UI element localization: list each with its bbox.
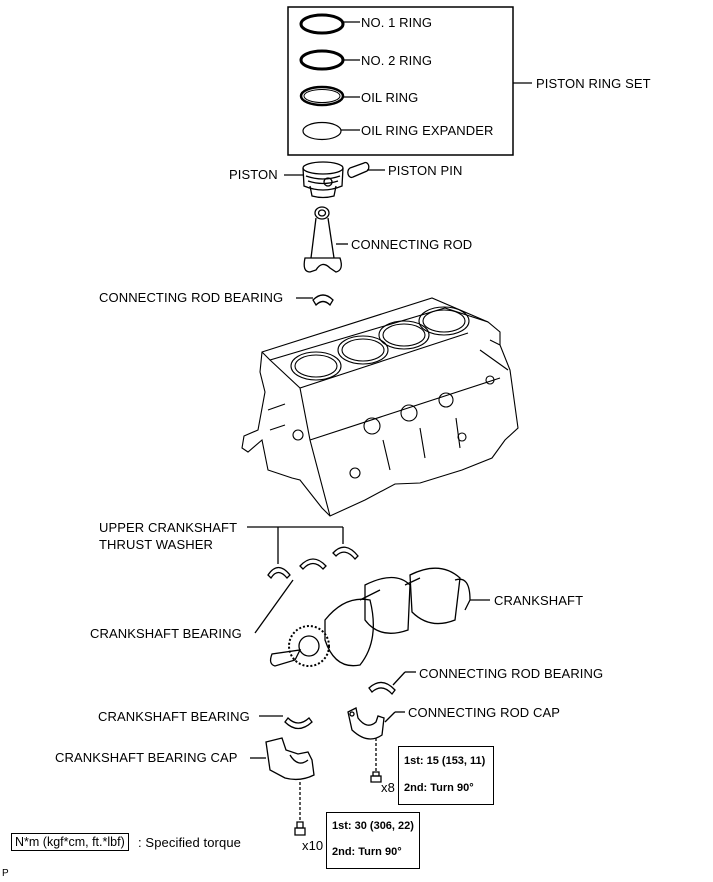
bearing-cap-torque-first: 1st: 30 (306, 22) — [332, 820, 414, 832]
oil-ring-label: OIL RING — [361, 90, 419, 105]
torque-unit-legend: N*m (kgf*cm, ft.*lbf) — [11, 833, 129, 851]
upper-thrust-washer-icon — [267, 546, 359, 580]
thrust-washer-leader — [247, 526, 344, 564]
no1-ring-icon — [299, 13, 360, 35]
rod-cap-bolt-icon — [370, 738, 382, 783]
piston-pin-icon — [347, 161, 385, 179]
piston-ring-set-label: PISTON RING SET — [536, 76, 651, 91]
rod-cap-bolt-count: x8 — [381, 780, 395, 795]
specified-torque-legend-text: : Specified torque — [138, 835, 241, 850]
crankshaft-bearing-cap-label: CRANKSHAFT BEARING CAP — [55, 750, 238, 765]
crankshaft-icon — [269, 567, 490, 667]
no1-ring-label: NO. 1 RING — [361, 15, 433, 30]
connecting-rod-icon — [303, 206, 348, 273]
rod-cap-torque-second: 2nd: Turn 90° — [404, 782, 474, 794]
piston-pin-label: PISTON PIN — [388, 163, 463, 178]
oil-ring-icon — [299, 85, 360, 107]
bearing-cap-torque-box: 1st: 30 (306, 22) 2nd: Turn 90° — [326, 812, 420, 869]
crankshaft-label: CRANKSHAFT — [494, 593, 584, 608]
rod-cap-torque-first: 1st: 15 (153, 11) — [404, 755, 486, 767]
bearing-cap-bolt-icon — [294, 782, 306, 836]
connecting-rod-bearing-lower-icon — [368, 671, 416, 696]
connecting-rod-bearing-lower-label: CONNECTING ROD BEARING — [419, 666, 604, 681]
oil-ring-expander-icon — [302, 121, 360, 141]
bearing-cap-bolt-count: x10 — [302, 838, 324, 853]
connecting-rod-cap-label: CONNECTING ROD CAP — [408, 705, 561, 720]
piston-label: PISTON — [229, 167, 278, 182]
piston-ring-set-frame — [287, 6, 514, 156]
crankshaft-bearing-lower-icon — [259, 715, 313, 730]
crankshaft-bearing-upper-leader — [254, 579, 294, 634]
bearing-cap-torque-second: 2nd: Turn 90° — [332, 846, 402, 858]
connecting-rod-cap-icon — [347, 707, 405, 740]
oil-ring-expander-label: OIL RING EXPANDER — [361, 123, 494, 138]
connecting-rod-bearing-top-label: CONNECTING ROD BEARING — [99, 290, 284, 305]
crankshaft-bearing-lower-label: CRANKSHAFT BEARING — [98, 709, 250, 724]
connecting-rod-label: CONNECTING ROD — [351, 237, 473, 252]
upper-thrust-washer-label-line2: THRUST WASHER — [99, 537, 213, 552]
crankshaft-bearing-upper-label: CRANKSHAFT BEARING — [90, 626, 242, 641]
no2-ring-icon — [299, 49, 360, 71]
cylinder-block-icon — [241, 297, 519, 517]
no2-ring-label: NO. 2 RING — [361, 53, 433, 68]
upper-thrust-washer-label-line1: UPPER CRANKSHAFT — [99, 520, 238, 535]
crankshaft-bearing-cap-icon — [250, 737, 315, 781]
connecting-rod-bearing-icon — [296, 294, 334, 307]
rod-cap-torque-box: 1st: 15 (153, 11) 2nd: Turn 90° — [398, 746, 494, 805]
corner-mark: P — [2, 868, 9, 879]
piston-icon — [284, 161, 344, 199]
